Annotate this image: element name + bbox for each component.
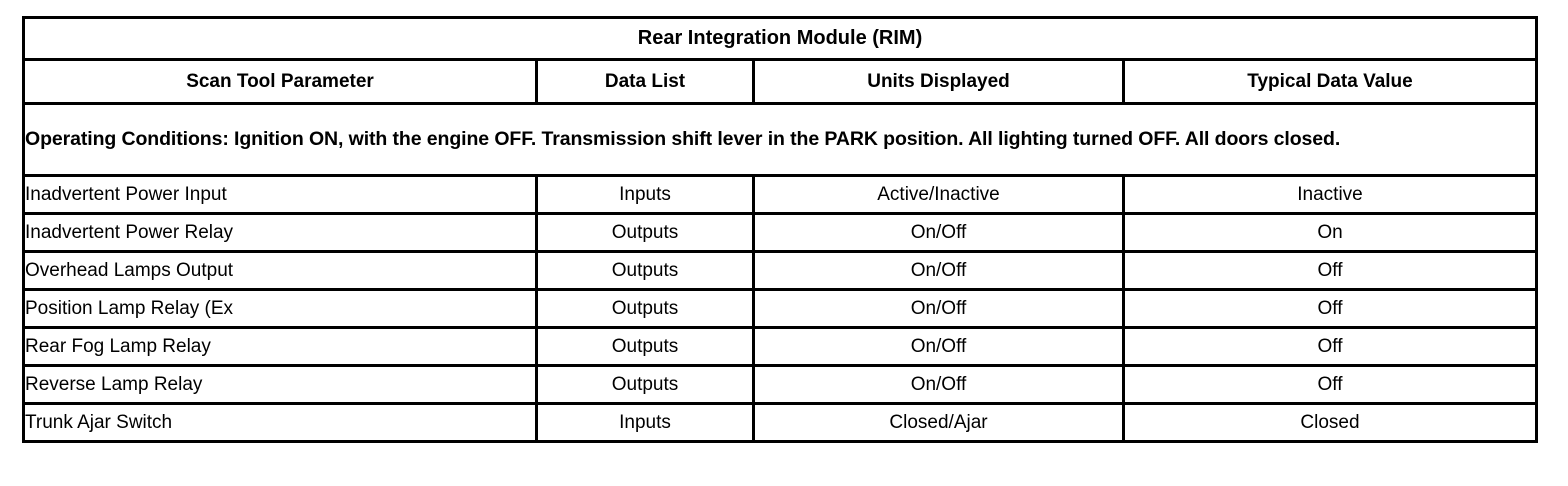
table-row: Inadvertent Power Relay Outputs On/Off O… — [22, 212, 1539, 253]
table-row: Overhead Lamps Output Outputs On/Off Off — [22, 250, 1539, 291]
operating-conditions-text: Operating Conditions: Ignition ON, with … — [21, 102, 1539, 177]
table-row: Inadvertent Power Input Inputs Active/In… — [22, 174, 1539, 215]
cell-parameter: Overhead Lamps Output — [22, 250, 538, 291]
operating-conditions-row: Operating Conditions: Ignition ON, with … — [21, 102, 1539, 177]
cell-typical-data-value: Off — [1121, 326, 1539, 367]
column-header-typical-data-value: Typical Data Value — [1121, 58, 1539, 105]
cell-typical-data-value: Off — [1121, 288, 1539, 329]
table-row: Position Lamp Relay (Ex Outputs On/Off O… — [22, 288, 1539, 329]
table-title-row: Rear Integration Module (RIM) — [21, 16, 1539, 61]
cell-units-displayed: On/Off — [752, 250, 1125, 291]
table-title: Rear Integration Module (RIM) — [21, 16, 1539, 61]
table-row: Trunk Ajar Switch Inputs Closed/Ajar Clo… — [22, 402, 1539, 443]
cell-parameter: Position Lamp Relay (Ex — [22, 288, 538, 329]
table-row: Reverse Lamp Relay Outputs On/Off Off — [22, 364, 1539, 405]
cell-typical-data-value: Off — [1121, 250, 1539, 291]
cell-data-list: Outputs — [535, 250, 755, 291]
cell-typical-data-value: Inactive — [1121, 174, 1539, 215]
cell-typical-data-value: Closed — [1121, 402, 1539, 443]
cell-parameter: Rear Fog Lamp Relay — [22, 326, 538, 367]
column-header-data-list: Data List — [535, 58, 755, 105]
cell-typical-data-value: Off — [1121, 364, 1539, 405]
table-body: Rear Integration Module (RIM) Scan Tool … — [21, 16, 1539, 443]
cell-data-list: Inputs — [535, 174, 755, 215]
cell-data-list: Outputs — [535, 288, 755, 329]
cell-parameter: Trunk Ajar Switch — [22, 402, 538, 443]
cell-units-displayed: Active/Inactive — [752, 174, 1125, 215]
column-header-scan-tool-parameter: Scan Tool Parameter — [22, 58, 538, 105]
cell-units-displayed: Closed/Ajar — [752, 402, 1125, 443]
cell-parameter: Reverse Lamp Relay — [22, 364, 538, 405]
cell-data-list: Outputs — [535, 212, 755, 253]
cell-units-displayed: On/Off — [752, 364, 1125, 405]
cell-units-displayed: On/Off — [752, 288, 1125, 329]
cell-parameter: Inadvertent Power Input — [22, 174, 538, 215]
cell-parameter: Inadvertent Power Relay — [22, 212, 538, 253]
cell-units-displayed: On/Off — [752, 212, 1125, 253]
cell-typical-data-value: On — [1121, 212, 1539, 253]
cell-data-list: Outputs — [535, 364, 755, 405]
cell-units-displayed: On/Off — [752, 326, 1125, 367]
cell-data-list: Outputs — [535, 326, 755, 367]
table-header-row: Scan Tool Parameter Data List Units Disp… — [22, 58, 1539, 105]
column-header-units-displayed: Units Displayed — [752, 58, 1125, 105]
table-row: Rear Fog Lamp Relay Outputs On/Off Off — [22, 326, 1539, 367]
cell-data-list: Inputs — [535, 402, 755, 443]
scan-tool-parameter-table: Rear Integration Module (RIM) Scan Tool … — [21, 16, 1539, 443]
